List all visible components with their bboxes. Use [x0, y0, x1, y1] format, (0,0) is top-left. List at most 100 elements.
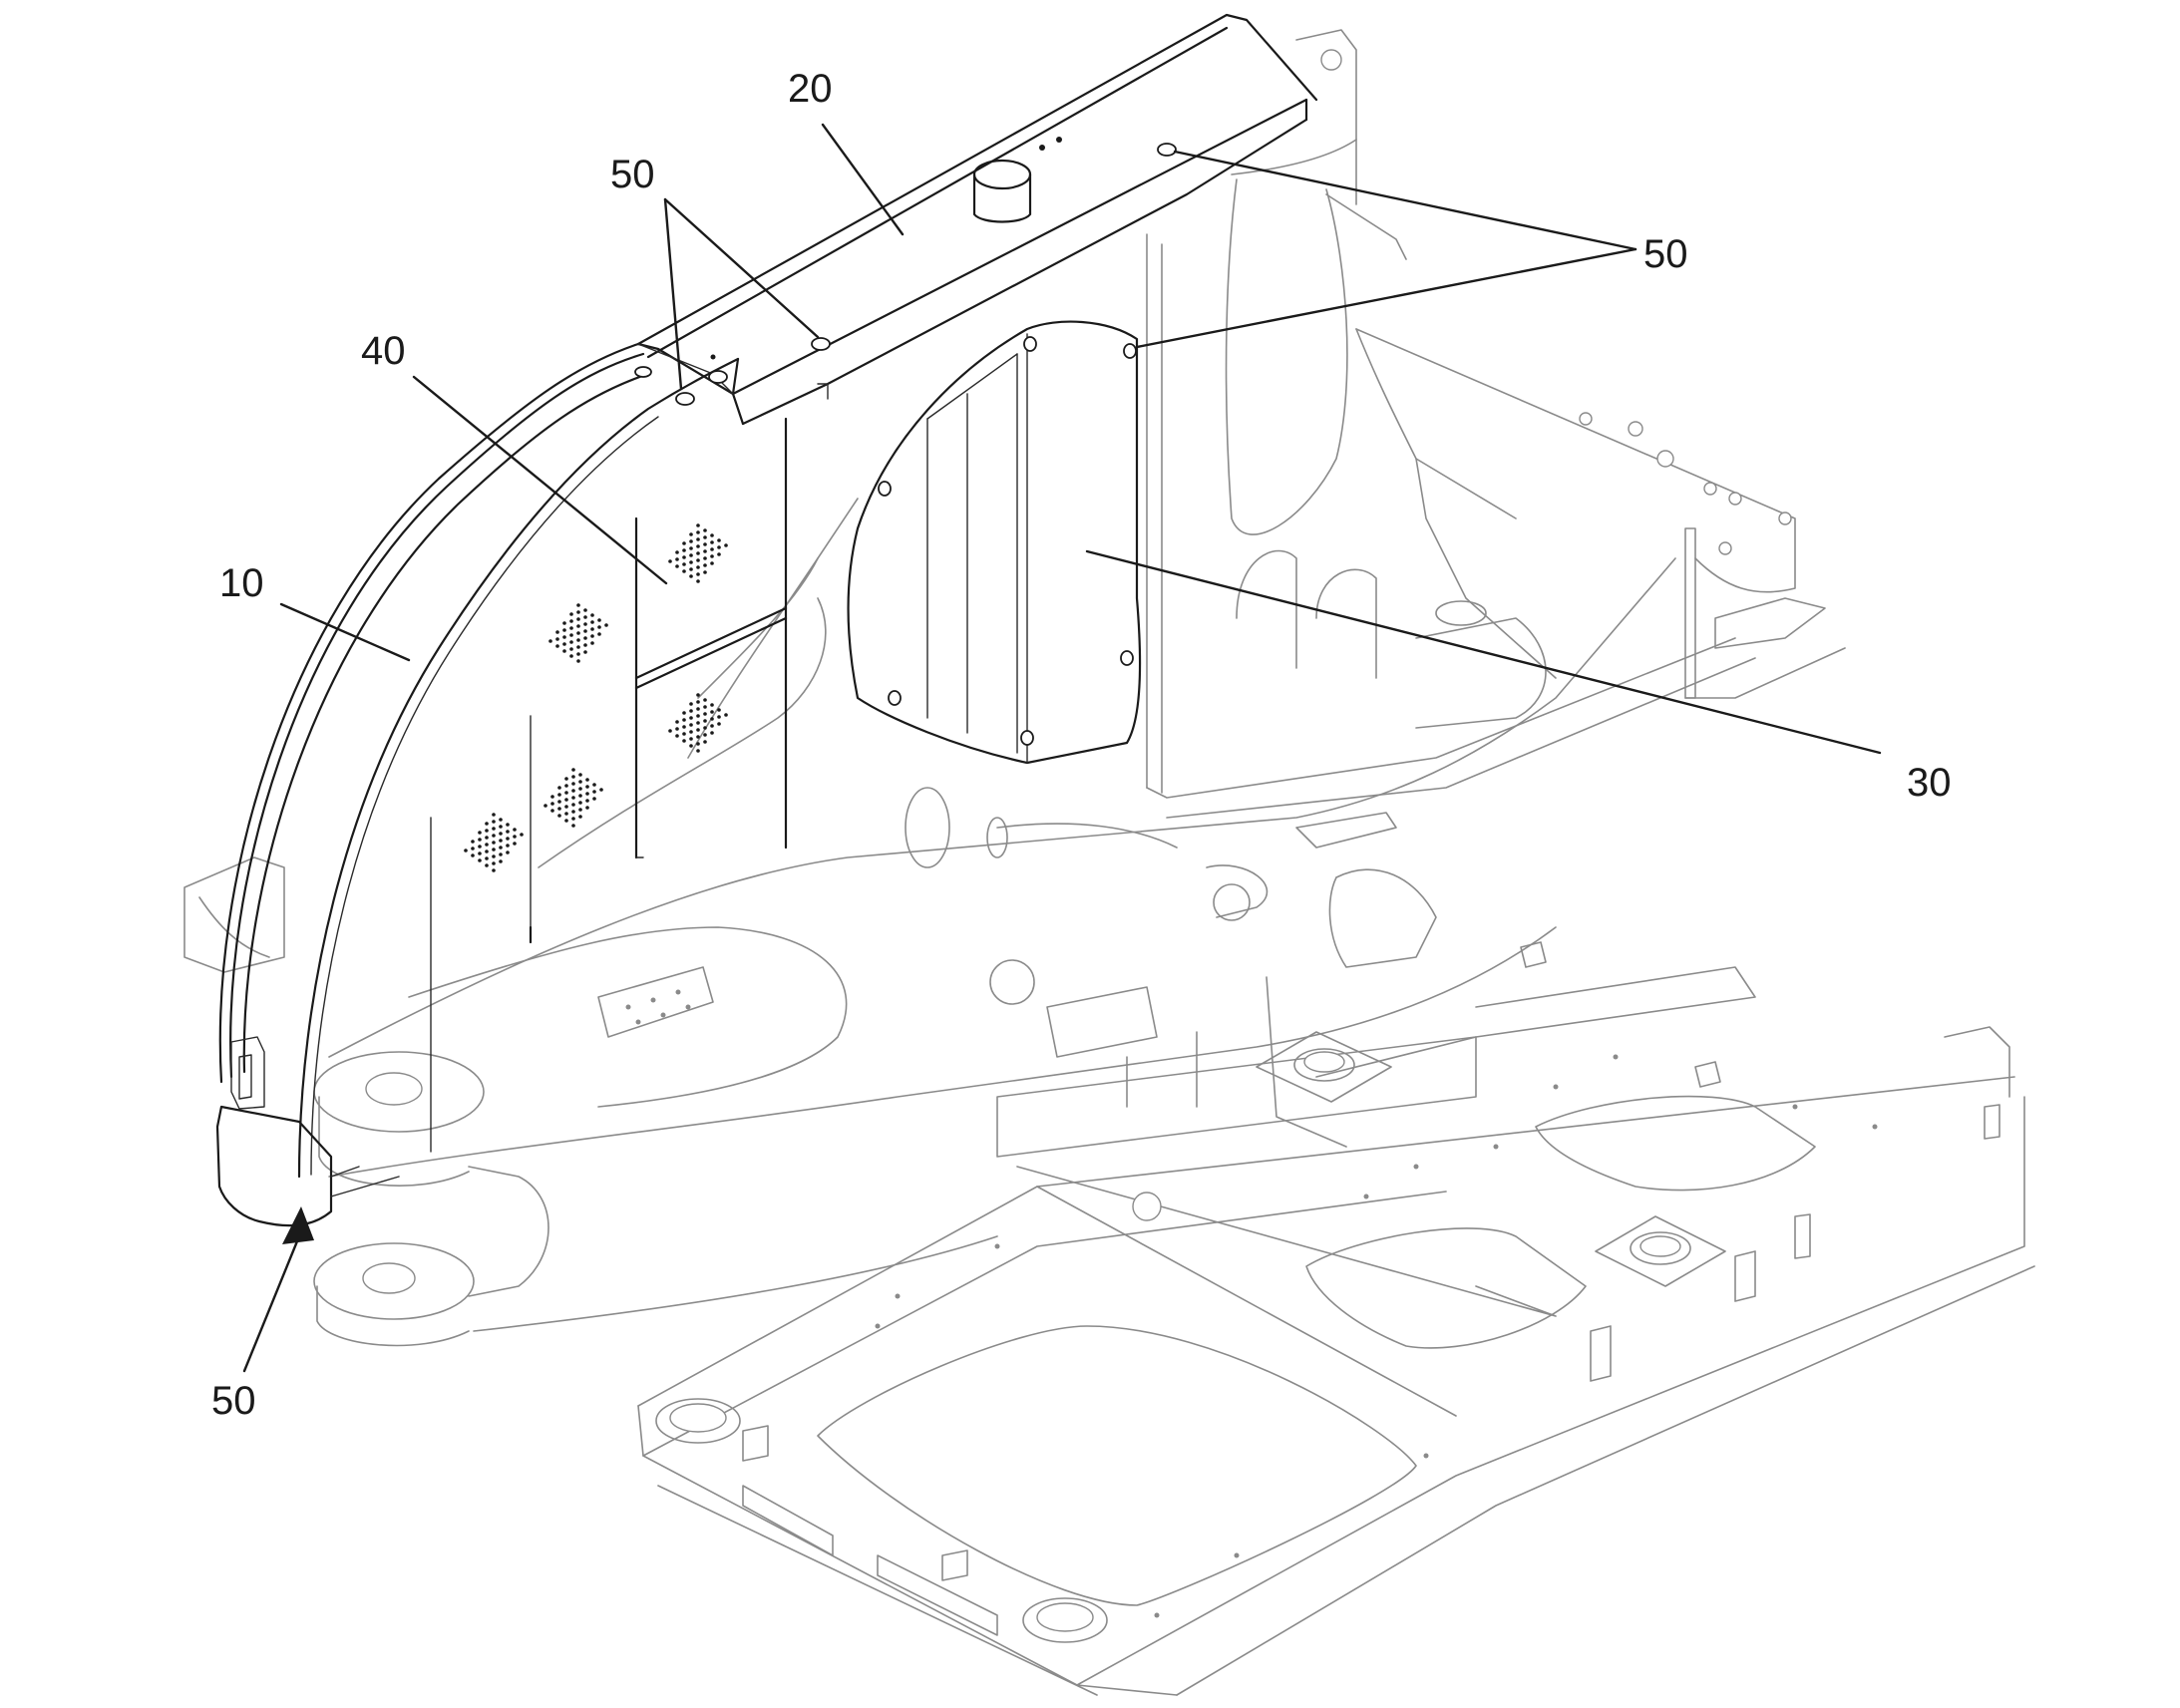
perforation-hole	[557, 786, 561, 790]
perforation-hole	[571, 796, 575, 800]
perforation-hole	[696, 579, 700, 583]
perforation-hole	[696, 700, 700, 704]
perforation-hole	[696, 693, 700, 697]
perforation-hole	[564, 784, 568, 788]
perforated-panels-40	[464, 523, 728, 872]
perforation-hole	[499, 846, 503, 850]
perforation-hole	[492, 820, 496, 824]
perforation-hole	[689, 553, 693, 557]
perforation-hole	[696, 721, 700, 725]
perforation-hole	[585, 792, 589, 796]
perforation-hole	[562, 649, 566, 653]
perforation-hole	[675, 734, 679, 738]
perforation-hole	[710, 561, 714, 565]
leader-50-top-b	[663, 197, 820, 339]
perforation-hole	[583, 650, 587, 654]
perforation-hole	[592, 797, 596, 801]
perforation-hole	[576, 631, 580, 635]
perforation-hole	[583, 636, 587, 640]
perforation-hole	[562, 642, 566, 646]
perforation-hole	[485, 856, 489, 860]
perforation-hole	[569, 612, 573, 616]
perforation-hole	[564, 812, 568, 816]
perforation-hole	[485, 850, 489, 854]
perforation-hole	[478, 838, 482, 842]
ref-label-30: 30	[1907, 761, 1952, 805]
perforation-hole	[485, 843, 489, 847]
perforation-hole	[506, 851, 510, 854]
perforation-hole	[569, 640, 573, 644]
perforation-hole	[485, 829, 489, 833]
perforation-hole	[557, 807, 561, 811]
perforation-hole	[724, 713, 728, 717]
perforation-hole	[583, 643, 587, 647]
perforation-hole	[571, 803, 575, 807]
perforation-hole	[668, 729, 672, 733]
perforation-hole	[576, 610, 580, 614]
perforation-hole	[710, 554, 714, 558]
perforation-hole	[689, 567, 693, 571]
perforation-hole	[689, 546, 693, 550]
perforation-hole	[564, 798, 568, 802]
perforation-hole	[492, 848, 496, 852]
perforation-hole	[562, 628, 566, 632]
perforation-hole	[703, 726, 707, 730]
perforation-pattern	[668, 693, 728, 753]
leader-50-bottom	[242, 1234, 301, 1373]
perforation-hole	[710, 724, 714, 728]
perforation-hole	[485, 836, 489, 840]
perforation-hole	[682, 711, 686, 715]
perforation-hole	[710, 703, 714, 707]
perforation-hole	[569, 619, 573, 623]
perforation-hole	[506, 844, 510, 848]
side-cover-30	[847, 320, 1142, 765]
leader-50-top-a	[663, 197, 683, 391]
perforation-hole	[492, 854, 496, 858]
perforation-hole	[550, 802, 554, 806]
perforation-hole	[585, 806, 589, 810]
perforation-pattern	[668, 523, 728, 583]
perforation-hole	[499, 825, 503, 829]
perforation-hole	[485, 863, 489, 867]
perforation-hole	[544, 804, 547, 808]
perforation-hole	[675, 720, 679, 724]
perforation-hole	[717, 722, 721, 726]
perforation-hole	[710, 710, 714, 714]
counterweight-10	[215, 342, 788, 1227]
perforation-hole	[499, 818, 503, 822]
perforation-hole	[703, 542, 707, 546]
perforation-hole	[696, 544, 700, 548]
perforation-hole	[590, 641, 594, 645]
perforation-hole	[555, 637, 559, 641]
perforation-hole	[703, 535, 707, 539]
perforation-hole	[703, 570, 707, 574]
ref-label-50-bottom: 50	[211, 1379, 256, 1423]
perforation-hole	[682, 541, 686, 545]
perforation-hole	[471, 854, 475, 857]
perforation-hole	[499, 859, 503, 863]
perforation-hole	[703, 698, 707, 702]
perforation-hole	[548, 639, 552, 643]
perforation-hole	[703, 549, 707, 553]
perforation-hole	[485, 822, 489, 826]
perforation-hole	[599, 788, 603, 792]
perforation-hole	[703, 563, 707, 567]
main-frame-background	[183, 29, 1846, 1347]
perforation-hole	[696, 551, 700, 555]
perforation-hole	[682, 569, 686, 573]
perforation-hole	[710, 540, 714, 544]
perforation-hole	[585, 778, 589, 782]
perforation-hole	[585, 785, 589, 789]
ref-label-50-top: 50	[610, 153, 655, 196]
perforation-hole	[478, 831, 482, 835]
perforation-hole	[576, 652, 580, 656]
perforation-hole	[682, 555, 686, 559]
perforation-hole	[578, 794, 582, 798]
perforation-hole	[564, 805, 568, 809]
perforation-hole	[492, 834, 496, 838]
perforation-hole	[576, 617, 580, 621]
perforation-hole	[583, 629, 587, 633]
perforation-hole	[578, 808, 582, 812]
perforation-hole	[689, 723, 693, 727]
perforation-hole	[590, 613, 594, 617]
